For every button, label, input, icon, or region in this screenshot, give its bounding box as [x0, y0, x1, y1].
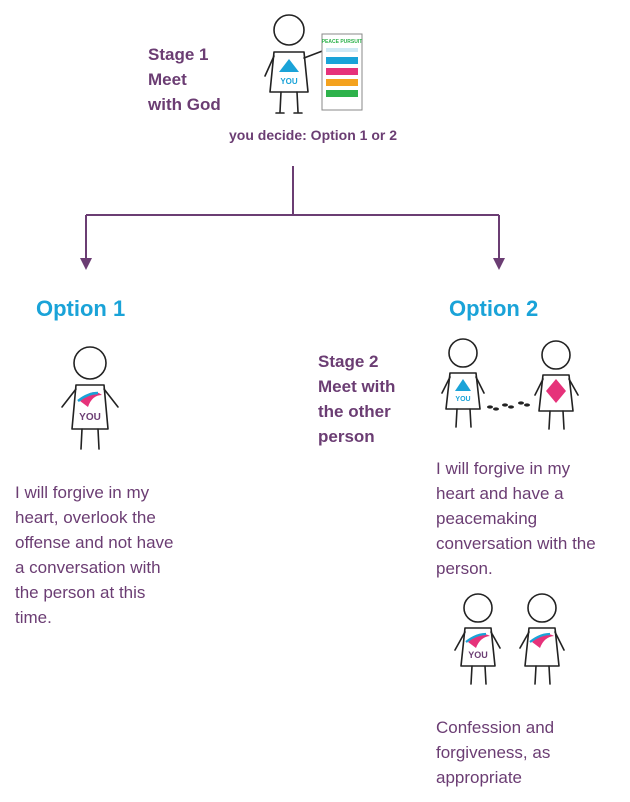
- stage1-line2: Meet: [148, 70, 187, 89]
- figure-with-poster-illustration: YOU PEACE PURSUIT: [264, 14, 363, 114]
- svg-text:YOU: YOU: [468, 650, 488, 660]
- option2-outcome-line: forgiveness, as: [436, 743, 551, 762]
- option2-title: Option 2: [449, 296, 539, 321]
- stage1-label: Stage 1 Meet with God: [148, 42, 221, 117]
- option2-reconciled-illustration: YOU: [454, 593, 565, 685]
- stage2-label: Stage 2 Meet with the other person: [318, 349, 395, 449]
- option1-desc-line: I will forgive in my: [15, 483, 150, 502]
- svg-text:YOU: YOU: [280, 77, 298, 86]
- stage2-line3: the other: [318, 402, 391, 421]
- option2-desc-line: conversation with the: [436, 534, 596, 553]
- svg-text:YOU: YOU: [455, 396, 470, 403]
- stage2-line1: Stage 2: [318, 352, 379, 371]
- svg-text:PEACE PURSUIT: PEACE PURSUIT: [322, 39, 363, 45]
- option1-figure-illustration: YOU: [61, 346, 119, 450]
- option2-desc-line: peacemaking: [436, 509, 538, 528]
- option1-title: Option 1: [36, 296, 126, 321]
- option2-description: I will forgive in my heart and have a pe…: [436, 456, 596, 581]
- svg-text:YOU: YOU: [79, 412, 101, 423]
- option2-meeting-illustration: YOU: [441, 338, 579, 430]
- arrow-left-head: [80, 258, 92, 270]
- stage2-line4: person: [318, 427, 375, 446]
- option1-desc-line: the person at this: [15, 583, 146, 602]
- option2-desc-line: heart and have a: [436, 484, 564, 503]
- decide-text: you decide: Option 1 or 2: [229, 127, 398, 143]
- option1-desc-line: offense and not have: [15, 533, 174, 552]
- stage1-line1: Stage 1: [148, 45, 209, 64]
- option1-desc-line: time.: [15, 608, 52, 627]
- stage1-line3: with God: [148, 95, 221, 114]
- stage2-line2: Meet with: [318, 377, 396, 396]
- option2-outcome-line: Confession and: [436, 718, 555, 737]
- option2-outcome-line: appropriate: [436, 768, 523, 787]
- option2-desc-line: I will forgive in my: [436, 459, 571, 478]
- option1-desc-line: a conversation with: [15, 558, 161, 577]
- option1-description: I will forgive in my heart, overlook the…: [15, 480, 174, 630]
- option2-desc-line: person.: [436, 559, 493, 578]
- option1-desc-line: heart, overlook the: [15, 508, 156, 527]
- option2-outcome: Confession and forgiveness, as appropria…: [436, 715, 554, 790]
- arrow-right-head: [493, 258, 505, 270]
